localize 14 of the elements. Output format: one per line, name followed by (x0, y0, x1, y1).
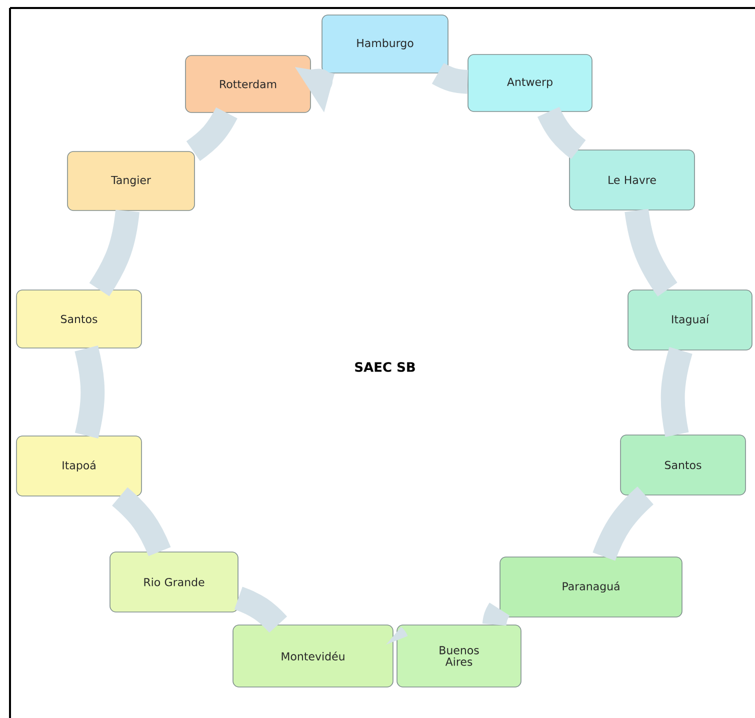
port-box: Itaguaí (628, 290, 752, 350)
port-box: Le Havre (569, 150, 695, 210)
center-title: SAEC SB (355, 362, 415, 372)
port-box: Itapoá (16, 436, 142, 496)
port-box: Hamburgo (322, 14, 448, 74)
port-box: Rotterdam (185, 55, 311, 113)
port-box: Paranaguá (500, 556, 682, 618)
port-box: Antwerp (468, 54, 592, 112)
port-box: Rio Grande (110, 552, 238, 612)
port-box: Tangier (67, 151, 195, 211)
port-box: Montevidéu (232, 624, 394, 688)
port-box: Buenos Aires (396, 624, 522, 688)
port-box: Santos (620, 434, 746, 496)
port-box: Santos (16, 290, 142, 348)
